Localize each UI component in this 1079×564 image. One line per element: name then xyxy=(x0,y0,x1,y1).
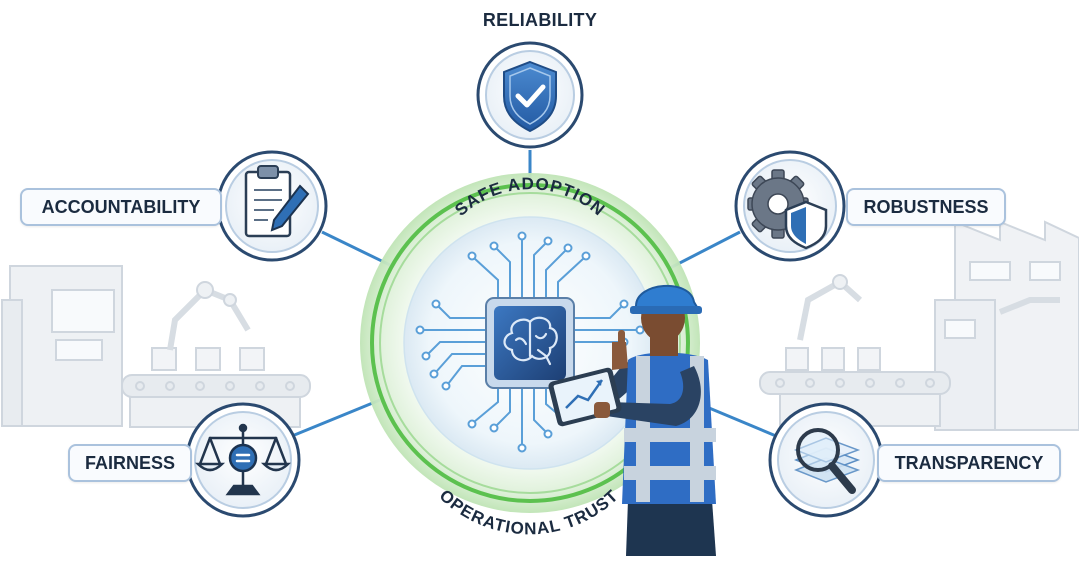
shield-check-icon xyxy=(503,60,557,133)
accountability-label: ACCOUNTABILITY xyxy=(20,188,222,226)
right-factory-illustration xyxy=(759,220,1079,431)
balance-scale-icon xyxy=(194,423,292,496)
fairness-node xyxy=(185,402,301,518)
gear-shield-icon xyxy=(747,169,828,250)
transparency-node xyxy=(768,402,884,518)
accountability-node xyxy=(216,150,328,262)
transparency-label: TRANSPARENCY xyxy=(877,444,1061,482)
reliability-label: RELIABILITY xyxy=(482,10,598,30)
reliability-node xyxy=(476,41,584,149)
clipboard-pen-icon xyxy=(244,165,310,238)
robustness-node xyxy=(734,150,846,262)
connector-accountability xyxy=(321,230,393,268)
fairness-label: FAIRNESS xyxy=(68,444,192,482)
connector-fairness xyxy=(291,398,381,438)
left-factory-illustration xyxy=(1,265,311,428)
connector-robustness xyxy=(669,230,741,270)
worker-illustration xyxy=(548,284,716,556)
circuit-traces xyxy=(415,231,645,453)
magnifier-layers-icon xyxy=(793,428,861,494)
brain-chip-icon xyxy=(485,297,575,389)
robustness-label: ROBUSTNESS xyxy=(846,188,1006,226)
